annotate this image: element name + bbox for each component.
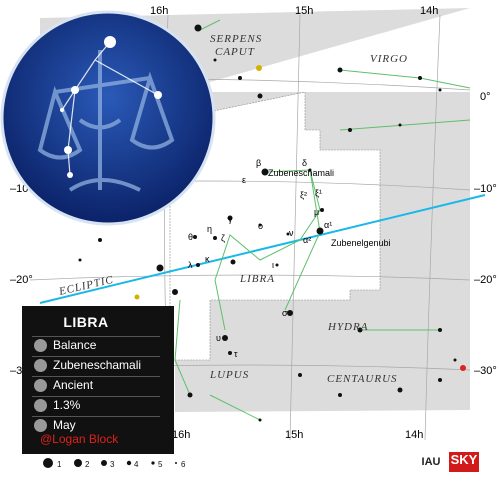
ra-label: 16h bbox=[150, 5, 168, 17]
panel-title: LIBRA bbox=[63, 314, 109, 330]
constellation-name: CENTAURUS bbox=[327, 373, 398, 385]
dec-label: –20° bbox=[474, 274, 497, 286]
magnitude-scale: 1 2 3 4 5 6 bbox=[43, 458, 186, 469]
libra-zodiac-badge bbox=[0, 10, 216, 226]
ecliptic-label: ECLIPTIC bbox=[57, 274, 115, 298]
info-row-origin: Ancient bbox=[34, 376, 172, 394]
planet-marker bbox=[256, 65, 262, 71]
ra-label: 16h bbox=[172, 429, 190, 441]
ra-label: 15h bbox=[285, 429, 303, 441]
divider bbox=[32, 336, 160, 337]
greek-label: ν bbox=[289, 228, 294, 238]
dec-label: –20° bbox=[10, 274, 33, 286]
svg-text:1: 1 bbox=[57, 460, 62, 469]
constellation-name: HYDRA bbox=[327, 321, 368, 333]
info-row-sky-area: 1.3% bbox=[34, 396, 172, 414]
calendar-icon bbox=[34, 418, 47, 432]
scroll-icon bbox=[34, 378, 47, 392]
constellation-name: VIRGO bbox=[370, 53, 408, 65]
svg-text:6: 6 bbox=[181, 460, 186, 469]
info-text: May bbox=[53, 418, 76, 432]
svg-text:4: 4 bbox=[134, 460, 139, 469]
libra-region bbox=[170, 92, 380, 360]
info-row-brightest-star: Zubeneschamali bbox=[34, 356, 172, 374]
constellation-name: CAPUT bbox=[215, 46, 255, 58]
planet-marker bbox=[134, 294, 140, 300]
greek-label: δ bbox=[302, 158, 307, 168]
dec-label: –30° bbox=[474, 365, 497, 377]
constellation-name: SERPENS bbox=[210, 33, 262, 45]
constellation-boundaries bbox=[169, 91, 381, 361]
svg-text:3: 3 bbox=[110, 460, 115, 469]
ecliptic-line bbox=[39, 194, 486, 304]
info-text: 1.3% bbox=[53, 398, 81, 412]
greek-label: ζ bbox=[221, 233, 225, 243]
sky-telescope-logo: SKY bbox=[449, 452, 479, 472]
greek-label: σ bbox=[282, 308, 288, 318]
divider bbox=[32, 416, 160, 417]
greek-label: ο bbox=[258, 221, 263, 231]
divider bbox=[32, 376, 160, 377]
star-name-label: Zubeneschamali bbox=[268, 168, 334, 178]
ra-label: 14h bbox=[405, 429, 423, 441]
dec-label: –10° bbox=[474, 183, 497, 195]
ra-label: 15h bbox=[295, 5, 313, 17]
greek-label: α² bbox=[303, 235, 311, 245]
star-icon bbox=[34, 358, 47, 372]
scales-icon bbox=[34, 338, 47, 352]
greek-label: κ bbox=[205, 254, 210, 264]
star-name-label: Zubenelgenubi bbox=[331, 238, 391, 248]
ra-label: 14h bbox=[420, 5, 438, 17]
info-text: Ancient bbox=[53, 378, 94, 392]
divider bbox=[32, 396, 160, 397]
red-star bbox=[460, 365, 466, 371]
greek-label: υ bbox=[216, 333, 221, 343]
svg-text:5: 5 bbox=[158, 460, 163, 469]
greek-label: ε bbox=[242, 175, 246, 185]
greek-label: β bbox=[256, 158, 261, 168]
info-text: Zubeneschamali bbox=[53, 358, 142, 372]
constellation-info-panel: LIBRA Balance Zubeneschamali Ancient 1.3… bbox=[22, 306, 174, 454]
info-text: Balance bbox=[53, 338, 97, 352]
greek-label: θ bbox=[188, 232, 193, 242]
greek-label: γ bbox=[228, 214, 233, 224]
greek-label: η bbox=[207, 224, 212, 234]
greek-label: α¹ bbox=[324, 220, 332, 230]
sky-area-icon bbox=[34, 398, 47, 412]
constellation-name: LIBRA bbox=[239, 273, 275, 285]
dec-label: 0° bbox=[480, 91, 491, 103]
author-credit: @Logan Block bbox=[40, 432, 119, 446]
star-zubenelgenubi bbox=[316, 227, 324, 235]
svg-text:2: 2 bbox=[85, 460, 90, 469]
greek-label: μ bbox=[314, 207, 319, 217]
greek-label: ξ² bbox=[300, 190, 307, 200]
greek-label: ξ¹ bbox=[315, 188, 322, 198]
divider bbox=[32, 356, 160, 357]
info-row-meaning: Balance bbox=[34, 336, 172, 354]
greek-label: λ bbox=[188, 260, 193, 270]
greek-label: τ bbox=[234, 349, 238, 359]
iau-logo: IAU bbox=[421, 456, 441, 468]
star-zubeneschamali bbox=[261, 168, 269, 176]
greek-label: ι bbox=[272, 260, 274, 270]
info-row-best-month: May bbox=[34, 416, 172, 434]
stars bbox=[78, 24, 457, 422]
constellation-name: LUPUS bbox=[209, 369, 249, 381]
